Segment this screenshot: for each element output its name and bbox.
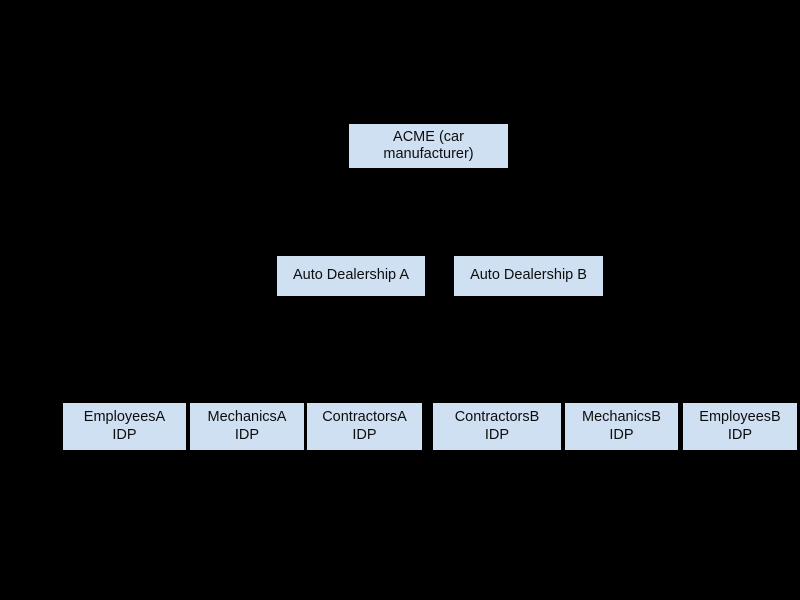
node-auto-dealership-b[interactable]: Auto Dealership B (454, 256, 603, 296)
node-employeesb-idp[interactable]: EmployeesB IDP (683, 403, 797, 450)
node-contractorsb-idp[interactable]: ContractorsB IDP (433, 403, 561, 450)
node-auto-dealership-a[interactable]: Auto Dealership A (277, 256, 425, 296)
node-contractorsa-idp[interactable]: ContractorsA IDP (307, 403, 422, 450)
node-mechanicsa-idp[interactable]: MechanicsA IDP (190, 403, 304, 450)
node-acme[interactable]: ACME (car manufacturer) (349, 124, 508, 168)
node-employeesa-idp[interactable]: EmployeesA IDP (63, 403, 186, 450)
node-mechanicsb-idp[interactable]: MechanicsB IDP (565, 403, 678, 450)
